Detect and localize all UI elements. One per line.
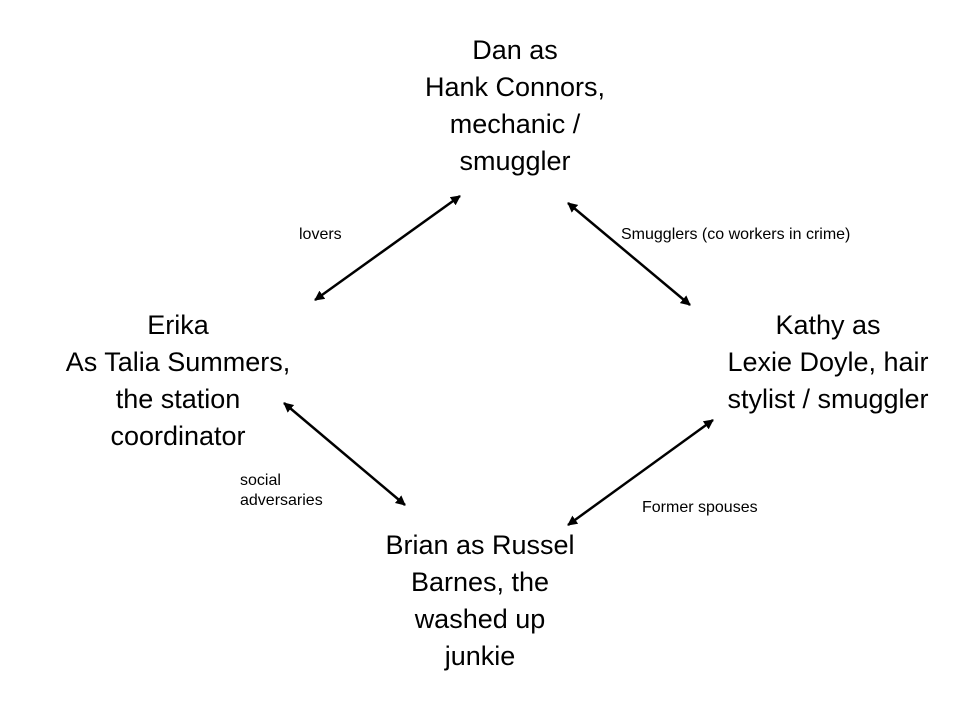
node-kathy-lexie-doyle: Kathy as Lexie Doyle, hair stylist / smu… [700, 307, 956, 418]
edge-label-line: Former spouses [642, 499, 758, 516]
node-text-line: Kathy as [775, 310, 881, 340]
node-text-line: smuggler [459, 146, 571, 176]
node-erika-talia-summers: Erika As Talia Summers, the station coor… [28, 307, 328, 455]
edge-label-line: adversaries [240, 492, 323, 509]
edge-label-line: lovers [299, 226, 342, 243]
node-text-line: junkie [444, 641, 516, 671]
node-brian-russel-barnes: Brian as Russel Barnes, the washed up ju… [350, 527, 610, 675]
node-text-line: Barnes, the [410, 567, 550, 597]
node-text-line: stylist / smuggler [727, 384, 929, 414]
edge-label-social-adversaries: social adversaries [240, 471, 323, 511]
node-text-line: washed up [414, 604, 546, 634]
node-text-line: Erika [147, 310, 209, 340]
edge-label-lovers: lovers [299, 225, 342, 245]
node-text-line: Dan as [472, 35, 558, 65]
arrow-erika-brian [283, 402, 406, 506]
arrow-dan-kathy [567, 202, 691, 306]
node-text-line: Hank Connors, [424, 72, 606, 102]
edge-label-smugglers: Smugglers (co workers in crime) [621, 225, 850, 245]
arrow-kathy-brian [567, 418, 714, 527]
node-text-line: the station [115, 384, 241, 414]
node-text-line: As Talia Summers, [65, 347, 291, 377]
node-text-line: Lexie Doyle, hair [727, 347, 929, 377]
node-text-line: Brian as Russel [385, 530, 575, 560]
edge-label-former-spouses: Former spouses [642, 498, 758, 518]
node-text-line: coordinator [110, 421, 246, 451]
edge-label-line: social [240, 472, 281, 489]
node-text-line: mechanic / [449, 109, 581, 139]
node-dan-hank-connors: Dan as Hank Connors, mechanic / smuggler [380, 32, 650, 180]
arrow-dan-erika [314, 194, 461, 302]
edge-label-line: Smugglers (co workers in crime) [621, 226, 851, 243]
